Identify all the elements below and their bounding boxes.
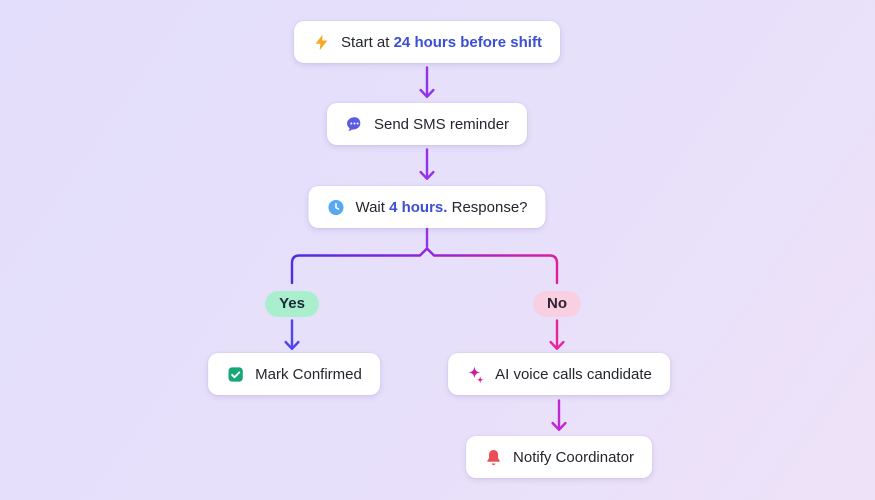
arrow-down-start-to-sms (419, 66, 435, 98)
chat-bubble-icon (345, 115, 364, 134)
branch-connector (290, 227, 559, 285)
node-wait-label: Wait 4 hours. Response? (355, 198, 528, 216)
arrow-down-yes (284, 319, 300, 350)
node-start-trigger[interactable]: Start at 24 hours before shift (294, 21, 560, 63)
node-wait-decision[interactable]: Wait 4 hours. Response? (308, 186, 546, 228)
lightning-bolt-icon (312, 33, 331, 52)
no-badge: No (533, 291, 581, 317)
sparkles-icon (466, 365, 485, 384)
node-sms-label: Send SMS reminder (373, 115, 510, 133)
node-mark-confirmed[interactable]: Mark Confirmed (208, 353, 380, 395)
node-notify-coordinator[interactable]: Notify Coordinator (466, 436, 652, 478)
node-send-sms[interactable]: Send SMS reminder (326, 103, 528, 145)
arrow-down-no (549, 319, 565, 350)
yes-badge: Yes (265, 291, 319, 317)
arrow-down-sms-to-wait (419, 148, 435, 180)
node-ai-voice-call[interactable]: AI voice calls candidate (448, 353, 670, 395)
node-ai-label: AI voice calls candidate (495, 365, 652, 383)
node-start-label: Start at 24 hours before shift (341, 33, 542, 51)
node-confirm-label: Mark Confirmed (255, 365, 362, 383)
node-notify-label: Notify Coordinator (513, 448, 634, 466)
arrow-down-ai-to-notify (551, 399, 567, 431)
bell-icon (484, 448, 503, 467)
branch-fork (290, 247, 559, 285)
clock-icon (326, 198, 345, 217)
check-square-icon (226, 365, 245, 384)
